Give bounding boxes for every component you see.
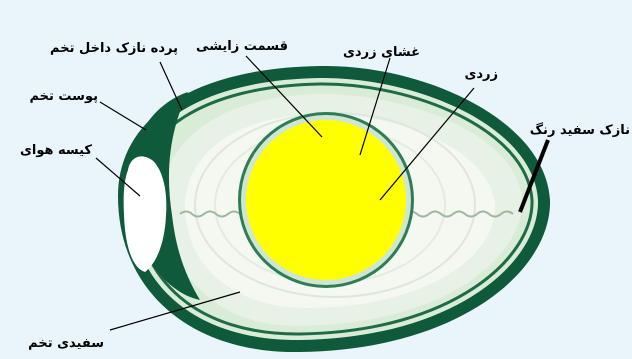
- label-vitelline-membrane: غشای زردی: [343, 45, 420, 60]
- label-shell: پوست تخم: [29, 89, 98, 104]
- label-yolk: زردی: [464, 67, 498, 82]
- label-germinal-disc: قسمت زایشی: [196, 39, 288, 54]
- label-air-cell: کیسه هوای: [20, 143, 92, 158]
- label-albumen: سفیدی تخم: [28, 336, 104, 351]
- label-inner-membrane: پرده نازک داخل تخم: [50, 41, 178, 56]
- leader-shell: [100, 102, 146, 130]
- label-chalaza: نازک سفید رنگ: [530, 122, 630, 138]
- yolk: [246, 120, 406, 280]
